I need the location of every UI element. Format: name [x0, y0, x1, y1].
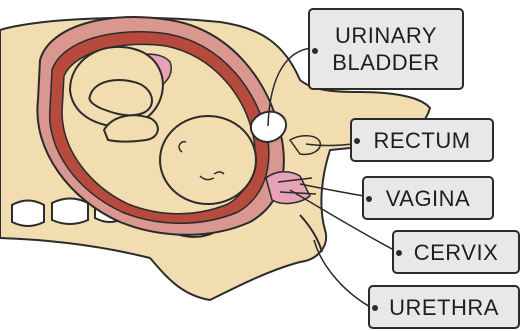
leader-dot: [312, 48, 318, 54]
label-urinary-bladder-line1: URINARY: [335, 22, 437, 49]
label-vagina: VAGINA: [362, 176, 494, 220]
label-urethra-text: URETHRA: [389, 294, 499, 321]
leader-dot: [396, 250, 402, 256]
label-urinary-bladder-line2: BLADDER: [332, 49, 439, 76]
label-vagina-text: VAGINA: [386, 185, 471, 212]
fetus-head: [160, 116, 256, 204]
vertebra: [52, 199, 88, 225]
leader-dot: [366, 196, 372, 202]
vertebra: [12, 201, 44, 227]
label-urinary-bladder: URINARY BLADDER: [308, 8, 464, 90]
label-cervix: CERVIX: [392, 230, 520, 274]
leader-dot: [372, 305, 378, 311]
label-rectum-text: RECTUM: [373, 127, 470, 154]
label-rectum: RECTUM: [350, 118, 494, 162]
leader-dot: [354, 138, 360, 144]
label-urethra: URETHRA: [368, 285, 520, 329]
label-cervix-text: CERVIX: [414, 239, 499, 266]
